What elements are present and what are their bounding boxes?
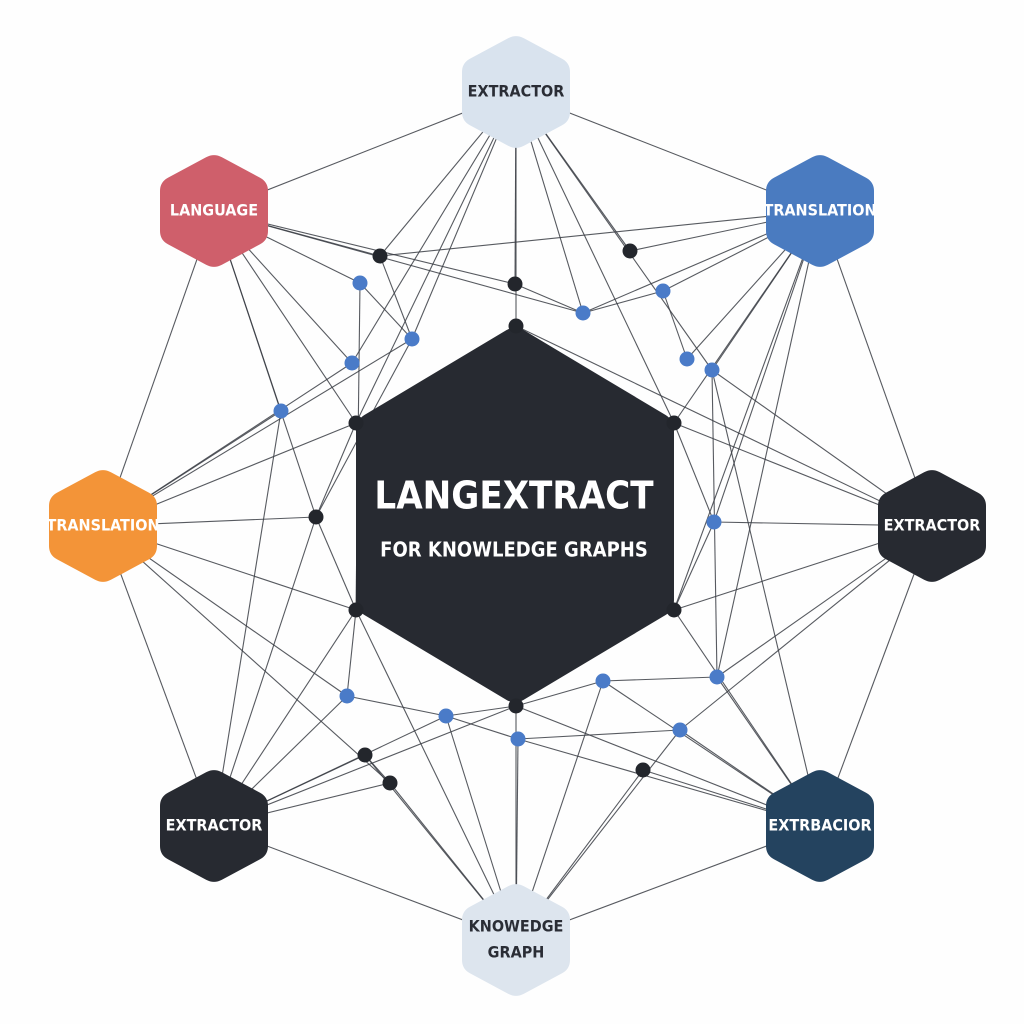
edge-line bbox=[673, 422, 715, 523]
junction-dots bbox=[273, 243, 725, 791]
node-label: EXTRACTOR bbox=[468, 82, 565, 101]
edge-line bbox=[602, 676, 718, 682]
blue-junction-dot bbox=[404, 331, 420, 347]
edge-line bbox=[213, 410, 282, 827]
edge-line bbox=[662, 290, 688, 360]
dark-junction-dot bbox=[635, 762, 651, 778]
edge-line bbox=[102, 338, 413, 527]
node-label: EXTRACTOR bbox=[166, 816, 263, 835]
node-top[interactable]: EXTRACTOR bbox=[462, 36, 570, 148]
blue-junction-dot bbox=[595, 673, 611, 689]
dark-junction-dot bbox=[348, 602, 364, 618]
edge-line bbox=[379, 255, 413, 340]
edge-line bbox=[213, 210, 317, 518]
node-hexagon bbox=[766, 155, 874, 267]
edge-line bbox=[711, 369, 821, 827]
node-hexagon bbox=[160, 770, 268, 882]
edge-line bbox=[673, 210, 821, 611]
edge-line bbox=[582, 290, 664, 314]
edge-line bbox=[515, 91, 713, 371]
dark-junction-dot bbox=[666, 602, 682, 618]
edge-line bbox=[315, 422, 357, 518]
blue-junction-dot bbox=[273, 403, 289, 419]
node-hexagon bbox=[766, 770, 874, 882]
edge-line bbox=[673, 521, 715, 611]
edge-line bbox=[716, 210, 821, 678]
edge-line bbox=[102, 525, 215, 827]
dark-junction-dot bbox=[382, 775, 398, 791]
dark-junction-dot bbox=[507, 276, 523, 292]
dark-junction-dot bbox=[357, 747, 373, 763]
edge-line bbox=[379, 210, 821, 257]
edge-line bbox=[346, 609, 357, 697]
edge-line bbox=[102, 210, 215, 527]
dark-junction-dot bbox=[622, 243, 638, 259]
outer-nodes: EXTRACTOR TRANSLATION EXTRACTOR EXTRBACIOR K… bbox=[47, 36, 986, 996]
blue-junction-dot bbox=[352, 275, 368, 291]
edge-line bbox=[213, 210, 584, 314]
node-label: EXTRBACIOR bbox=[768, 816, 871, 835]
edge-line bbox=[359, 282, 413, 340]
edge-line bbox=[445, 705, 517, 717]
node-top-left[interactable]: LANGUAGE bbox=[160, 155, 268, 267]
node-label: TRANSLATION bbox=[764, 201, 877, 220]
blue-junction-dot bbox=[709, 669, 725, 685]
edge-line bbox=[517, 729, 681, 740]
center-title: LANGEXTRACT bbox=[374, 474, 654, 518]
blue-junction-dot bbox=[672, 722, 688, 738]
edge-line bbox=[346, 695, 447, 717]
blue-junction-dot bbox=[706, 514, 722, 530]
center-subtitle: FOR KNOWLEDGE GRAPHS bbox=[380, 538, 648, 562]
center-hexagon bbox=[356, 327, 674, 703]
node-top-right[interactable]: TRANSLATION bbox=[764, 155, 877, 267]
center-hub: LANGEXTRACT FOR KNOWLEDGE GRAPHS bbox=[356, 327, 674, 703]
node-hexagon bbox=[878, 470, 986, 582]
edge-line bbox=[515, 91, 675, 424]
edge-line bbox=[514, 283, 584, 314]
dark-junction-dot bbox=[308, 509, 324, 525]
dark-junction-dot bbox=[348, 415, 364, 431]
edge-line bbox=[515, 325, 933, 527]
node-hexagon bbox=[49, 470, 157, 582]
node-label: KNOWEDGE bbox=[469, 917, 564, 936]
edge-line bbox=[355, 609, 517, 941]
node-bottom-right[interactable]: EXTRBACIOR bbox=[766, 770, 874, 882]
edge-line bbox=[515, 680, 604, 707]
blue-junction-dot bbox=[655, 283, 671, 299]
edge-line bbox=[713, 210, 821, 523]
blue-junction-dot bbox=[510, 731, 526, 747]
dark-junction-dot bbox=[508, 698, 524, 714]
node-left[interactable]: TRANSLATION bbox=[47, 470, 160, 582]
blue-junction-dot bbox=[575, 305, 591, 321]
edge-line bbox=[445, 715, 519, 740]
blue-junction-dot bbox=[339, 688, 355, 704]
edge-line bbox=[351, 91, 517, 364]
edge-line bbox=[102, 525, 391, 784]
edge-line bbox=[355, 91, 517, 424]
node-bottom[interactable]: KNOWEDGE GRAPH bbox=[462, 884, 570, 996]
node-label: EXTRACTOR bbox=[884, 516, 981, 535]
node-hexagon bbox=[160, 155, 268, 267]
node-label: LANGUAGE bbox=[170, 201, 258, 220]
edge-line bbox=[819, 210, 933, 527]
dark-junction-dot bbox=[508, 318, 524, 334]
blue-junction-dot bbox=[344, 355, 360, 371]
node-bottom-left[interactable]: EXTRACTOR bbox=[160, 770, 268, 882]
node-label: TRANSLATION bbox=[47, 516, 160, 535]
dark-junction-dot bbox=[372, 248, 388, 264]
blue-junction-dot bbox=[679, 351, 695, 367]
blue-junction-dot bbox=[438, 708, 454, 724]
edge-line bbox=[819, 525, 933, 827]
edge-line bbox=[315, 516, 357, 611]
node-label: GRAPH bbox=[488, 943, 545, 962]
node-right[interactable]: EXTRACTOR bbox=[878, 470, 986, 582]
dark-junction-dot bbox=[666, 415, 682, 431]
node-hexagon bbox=[462, 36, 570, 148]
blue-junction-dot bbox=[704, 362, 720, 378]
node-hexagon bbox=[462, 884, 570, 996]
